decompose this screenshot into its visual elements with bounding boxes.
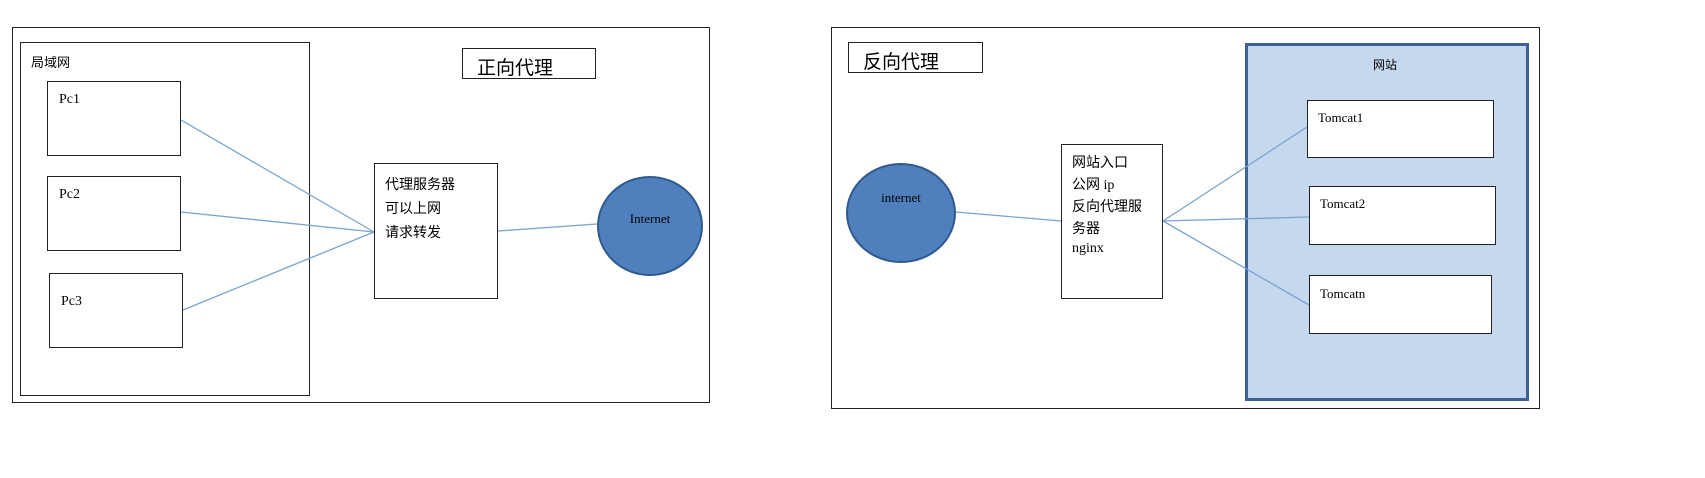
pc2-box: Pc2 (47, 176, 181, 251)
forward-title-box: 正向代理 (462, 48, 596, 79)
tomcatn-label: Tomcatn (1320, 286, 1366, 301)
entry-line-2: 公网 ip (1072, 178, 1115, 193)
connector-entry-tomcatn (1162, 220, 1310, 306)
pc1-label: Pc1 (59, 92, 80, 107)
reverse-title-box: 反向代理 (848, 42, 983, 73)
connector-internet-entry (955, 211, 1062, 222)
entry-server-box: 网站入口 公网 ip 反向代理服 务器 nginx (1061, 144, 1163, 299)
connector-entry-tomcat1 (1162, 126, 1308, 222)
tomcat2-box: Tomcat2 (1309, 186, 1496, 245)
forward-internet-label: Internet (629, 211, 671, 226)
pc3-box: Pc3 (49, 273, 183, 348)
entry-line-5: nginx (1072, 241, 1104, 256)
entry-line-4: 务器 (1072, 222, 1100, 237)
entry-line-3: 反向代理服 (1072, 200, 1142, 215)
connector-pc2-proxy (180, 211, 375, 233)
pc1-box: Pc1 (47, 81, 181, 156)
tomcatn-box: Tomcatn (1309, 275, 1492, 334)
proxy-line-3: 请求转发 (385, 226, 441, 241)
connector-proxy-internet (497, 223, 598, 232)
connector-pc1-proxy (180, 119, 375, 233)
reverse-internet-label: internet (881, 190, 921, 205)
website-label: 网站 (1373, 58, 1398, 72)
reverse-title: 反向代理 (863, 51, 940, 73)
reverse-internet-node: internet (846, 163, 956, 263)
connectors (180, 119, 1310, 311)
entry-line-1: 网站入口 (1072, 156, 1128, 171)
proxy-line-2: 可以上网 (385, 202, 441, 217)
tomcat1-label: Tomcat1 (1318, 110, 1364, 125)
proxy-server-box: 代理服务器 可以上网 请求转发 (374, 163, 498, 299)
connector-pc3-proxy (182, 231, 375, 311)
proxy-line-1: 代理服务器 (385, 178, 455, 193)
forward-internet-node: Internet (597, 176, 703, 276)
forward-title: 正向代理 (477, 57, 554, 79)
lan-label: 局域网 (31, 55, 71, 70)
pc3-label: Pc3 (61, 294, 82, 309)
pc2-label: Pc2 (59, 187, 80, 202)
tomcat2-label: Tomcat2 (1320, 196, 1366, 211)
connector-entry-tomcat2 (1162, 216, 1310, 222)
tomcat1-box: Tomcat1 (1307, 100, 1494, 158)
